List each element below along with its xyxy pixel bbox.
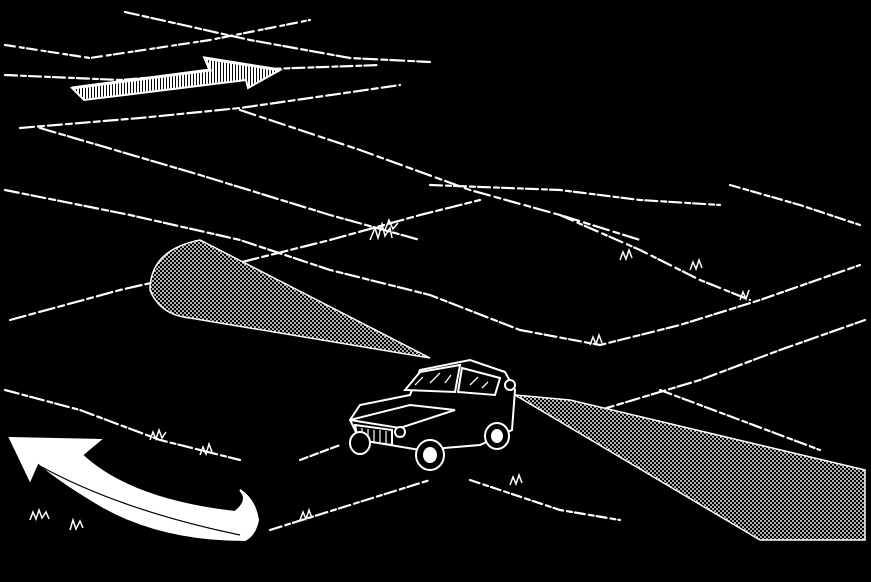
grass-tuft bbox=[509, 472, 523, 487]
jeep-wheel-front-left bbox=[349, 431, 371, 455]
field-line bbox=[8, 198, 482, 322]
field-line bbox=[298, 443, 342, 462]
grass-tuft bbox=[739, 289, 750, 302]
field-line bbox=[3, 18, 312, 60]
grass-tuft bbox=[689, 257, 703, 272]
grass-tuft bbox=[384, 218, 399, 231]
grass-tuft bbox=[369, 221, 393, 241]
searchlight-beam-rear bbox=[149, 239, 431, 359]
field-line bbox=[598, 318, 867, 412]
field-line bbox=[428, 183, 722, 207]
field-line bbox=[558, 213, 752, 302]
top-direction-arrow bbox=[69, 56, 283, 102]
grass-tufts bbox=[29, 218, 750, 531]
grass-tuft bbox=[589, 332, 603, 347]
grass-tuft bbox=[199, 441, 213, 457]
jeep-side-window bbox=[456, 366, 502, 397]
jeep-headlight bbox=[394, 426, 406, 438]
grass-tuft bbox=[619, 247, 633, 262]
bottom-direction-arrow bbox=[8, 436, 260, 542]
field-line bbox=[728, 183, 862, 227]
grass-tuft bbox=[149, 427, 167, 442]
field-line bbox=[268, 478, 432, 532]
field-line bbox=[123, 10, 432, 64]
searchlight-beam-side bbox=[514, 394, 866, 541]
jeep-vehicle bbox=[348, 358, 517, 471]
jeep-windshield bbox=[402, 363, 462, 394]
jeep-hood bbox=[349, 403, 456, 430]
grass-tuft bbox=[299, 507, 313, 522]
grass-tuft bbox=[69, 517, 84, 531]
field-line bbox=[518, 263, 862, 347]
field-line bbox=[3, 188, 522, 332]
jeep-searchlight bbox=[504, 379, 516, 391]
field-line bbox=[658, 388, 822, 452]
grass-tuft bbox=[29, 507, 50, 522]
field-line bbox=[238, 108, 642, 242]
field-line bbox=[3, 388, 242, 462]
field-line bbox=[468, 478, 622, 522]
field-line bbox=[18, 83, 402, 130]
